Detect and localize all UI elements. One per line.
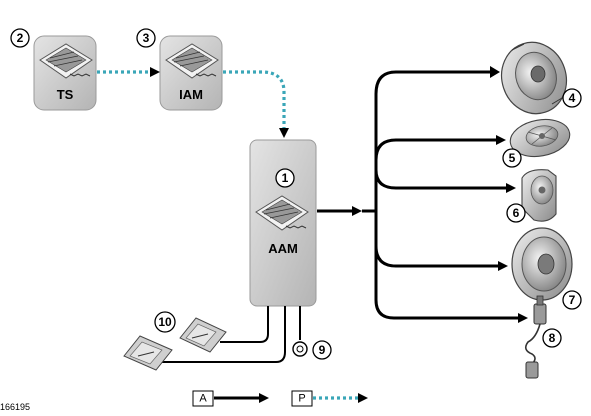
iam-callout: 3 [136, 28, 156, 48]
figure-id: 166195 [0, 402, 30, 412]
svg-text:8: 8 [549, 331, 556, 345]
power-wiring [156, 306, 301, 363]
iam-chip-icon [165, 43, 219, 79]
svg-text:9: 9 [319, 343, 326, 357]
svg-text:1: 1 [282, 171, 289, 185]
svg-text:10: 10 [158, 315, 172, 329]
svg-text:2: 2 [17, 31, 24, 45]
svg-text:5: 5 [509, 151, 516, 165]
legend-optical: P [291, 390, 368, 407]
speaker-6-tweeter [521, 169, 557, 222]
ts-module: TS [33, 35, 97, 111]
svg-text:4: 4 [569, 91, 576, 105]
optical-link-iam-aam-arrowhead [279, 128, 289, 138]
ground-eyelet [292, 341, 308, 357]
connector-8-callout: 8 [542, 328, 562, 348]
iam-module: IAM [159, 35, 223, 111]
ts-callout: 2 [10, 28, 30, 48]
fuse-icon [123, 335, 173, 371]
fuses-callout: 10 [154, 311, 176, 333]
legend-analog-label: A [199, 393, 207, 405]
speaker-7-woofer [511, 227, 573, 301]
legend-optical-label: P [298, 393, 305, 405]
aam-chip-icon [255, 195, 309, 231]
iam-label: IAM [179, 87, 203, 102]
connector-8-harness [524, 295, 547, 379]
fuse-icon [179, 317, 227, 353]
speaker-wiring [317, 66, 528, 323]
speaker-4-callout: 4 [562, 88, 582, 108]
aam-label: AAM [268, 241, 298, 256]
ground-callout: 9 [312, 340, 332, 360]
svg-text:6: 6 [513, 206, 520, 220]
speaker-4-woofer [500, 41, 568, 115]
speaker-5-callout: 5 [502, 148, 522, 168]
svg-text:7: 7 [569, 293, 576, 307]
optical-link-ts-iam-arrowhead [150, 67, 160, 77]
speaker-6-callout: 6 [506, 203, 526, 223]
svg-text:3: 3 [143, 31, 150, 45]
speaker-7-callout: 7 [562, 290, 582, 310]
aam-module: AAM [249, 139, 317, 307]
speaker-5-midrange [509, 118, 571, 158]
aam-callout: 1 [275, 168, 295, 188]
ts-chip-icon [39, 43, 93, 79]
optical-link-iam-aam [223, 70, 286, 128]
legend-analog: A [192, 390, 269, 407]
ts-label: TS [57, 87, 74, 102]
